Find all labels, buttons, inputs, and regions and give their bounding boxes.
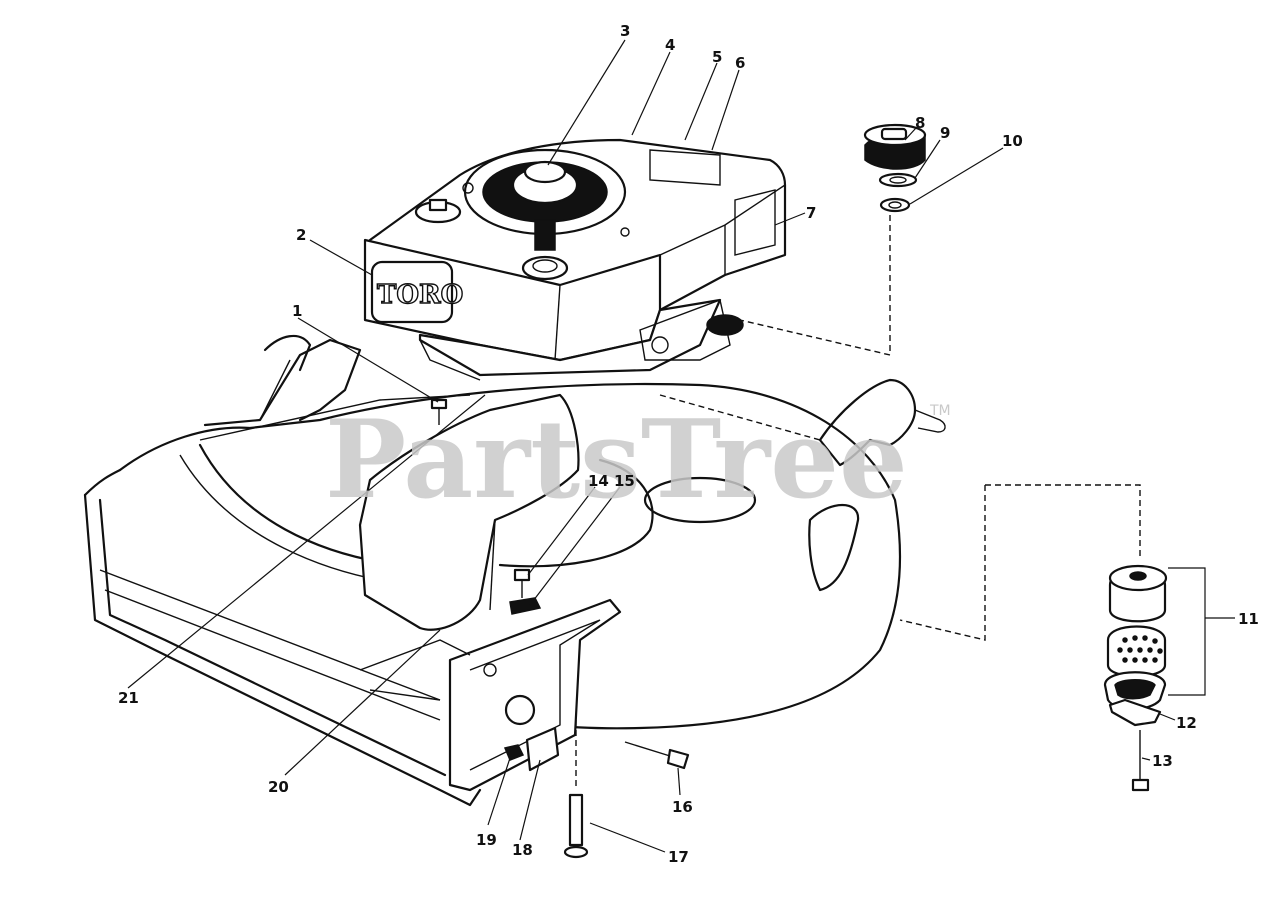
callout-10: 10 bbox=[1002, 132, 1023, 150]
callout-13: 13 bbox=[1152, 752, 1173, 770]
callout-20: 20 bbox=[268, 778, 289, 796]
callout-12: 12 bbox=[1176, 714, 1197, 732]
air-cleaner-cap bbox=[863, 123, 927, 213]
callout-11: 11 bbox=[1238, 610, 1259, 628]
muffler-assembly bbox=[1103, 564, 1168, 792]
callout-19: 19 bbox=[476, 831, 497, 849]
callout-17: 17 bbox=[668, 848, 689, 866]
toro-badge bbox=[370, 260, 454, 324]
callout-5: 5 bbox=[712, 48, 722, 66]
callout-9: 9 bbox=[940, 124, 950, 142]
callout-8: 8 bbox=[915, 114, 925, 132]
callout-15: 15 bbox=[614, 472, 635, 490]
callout-4: 4 bbox=[665, 36, 675, 54]
callout-labels: 1 2 3 4 5 6 7 8 9 10 11 12 13 14 15 16 1… bbox=[118, 22, 1259, 866]
brand-text: TORO bbox=[377, 280, 463, 310]
callout-21: 21 bbox=[118, 689, 139, 707]
callout-6: 6 bbox=[735, 54, 745, 72]
assembly-lines bbox=[575, 215, 1141, 790]
mower-deck bbox=[83, 334, 946, 807]
watermark-tm: TM bbox=[929, 403, 951, 419]
engine-assembly: TORO bbox=[363, 138, 787, 381]
callout-14: 14 bbox=[588, 472, 609, 490]
callout-18: 18 bbox=[512, 841, 533, 859]
callout-16: 16 bbox=[672, 798, 693, 816]
callout-2: 2 bbox=[296, 226, 306, 244]
watermark-text: PartsTree bbox=[325, 397, 908, 523]
callout-1: 1 bbox=[292, 302, 302, 320]
leader-lines bbox=[127, 39, 1235, 853]
callout-7: 7 bbox=[806, 204, 816, 222]
callout-3: 3 bbox=[620, 22, 630, 40]
